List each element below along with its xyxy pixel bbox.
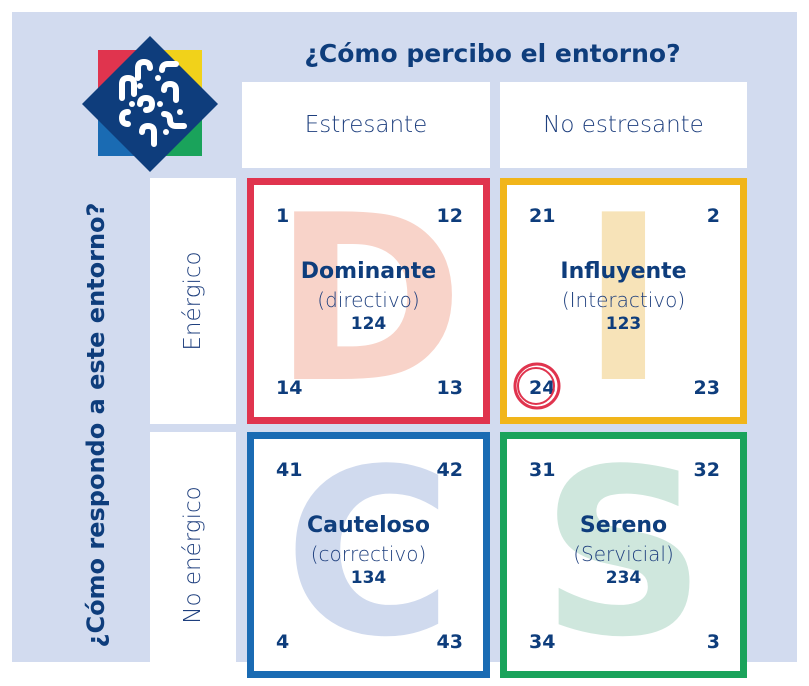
row-header-energetic: Enérgico bbox=[150, 178, 236, 424]
row-header-not-energetic: No enérgico bbox=[150, 432, 236, 678]
column-header-stressful: Estresante bbox=[242, 82, 490, 168]
style-subtitle: (Servicial) bbox=[573, 542, 674, 566]
style-subtitle: (Interactivo) bbox=[561, 288, 686, 312]
code-top-right: 42 bbox=[436, 459, 463, 481]
style-code: 123 bbox=[605, 314, 642, 334]
quadrant-label: Cauteloso (correctivo) 134 bbox=[254, 511, 483, 589]
code-bottom-left: 24 bbox=[529, 377, 556, 399]
quadrant-label: Dominante (directivo) 124 bbox=[254, 257, 483, 335]
column-header-not-stressful: No estresante bbox=[500, 82, 747, 168]
quadrant-cautious: C 41 42 4 43 Cauteloso (correctivo) 134 bbox=[247, 432, 490, 678]
style-name: Dominante bbox=[300, 259, 437, 284]
disc-logo-icon bbox=[82, 36, 218, 172]
code-bottom-left: 14 bbox=[276, 377, 303, 399]
highlight-circle-icon bbox=[513, 362, 561, 410]
style-name: Cauteloso bbox=[307, 513, 430, 538]
quadrant-dominant: D 1 12 14 13 Dominante (directivo) 124 bbox=[247, 178, 490, 424]
style-code: 234 bbox=[605, 568, 642, 588]
code-top-left: 1 bbox=[276, 205, 290, 227]
code-top-right: 32 bbox=[693, 459, 720, 481]
code-bottom-right: 3 bbox=[706, 631, 720, 653]
big-letter-d: D bbox=[273, 178, 464, 424]
code-top-right: 2 bbox=[706, 205, 720, 227]
code-top-right: 12 bbox=[436, 205, 463, 227]
code-bottom-right: 43 bbox=[436, 631, 463, 653]
code-top-left: 21 bbox=[529, 205, 556, 227]
style-code: 134 bbox=[350, 568, 387, 588]
quadrant-serene: S 31 32 34 3 Sereno (Servicial) 234 bbox=[500, 432, 747, 678]
code-top-left: 31 bbox=[529, 459, 556, 481]
style-name: Influyente bbox=[560, 259, 687, 284]
style-code: 124 bbox=[350, 314, 387, 334]
big-letter-i: I bbox=[580, 178, 667, 424]
row-label-energetic: Enérgico bbox=[180, 251, 206, 351]
vertical-axis-title: ¿Cómo respondo a este entorno? bbox=[82, 202, 110, 648]
quadrant-influential: I 21 2 24 23 Influyente (Interactivo) 12… bbox=[500, 178, 747, 424]
code-bottom-left: 34 bbox=[529, 631, 556, 653]
code-top-left: 41 bbox=[276, 459, 303, 481]
big-letter-c: C bbox=[284, 432, 453, 678]
code-bottom-right: 13 bbox=[436, 377, 463, 399]
quadrant-label: Sereno (Servicial) 234 bbox=[507, 511, 740, 589]
big-letter-s: S bbox=[540, 432, 707, 678]
style-subtitle: (directivo) bbox=[317, 288, 420, 312]
style-name: Sereno bbox=[579, 513, 668, 538]
style-subtitle: (correctivo) bbox=[310, 542, 427, 566]
code-bottom-right: 23 bbox=[693, 377, 720, 399]
row-label-not-energetic: No enérgico bbox=[180, 486, 206, 624]
code-bottom-left: 4 bbox=[276, 631, 290, 653]
quadrant-label: Influyente (Interactivo) 123 bbox=[507, 257, 740, 335]
horizontal-axis-title: ¿Cómo percibo el entorno? bbox=[304, 39, 681, 68]
